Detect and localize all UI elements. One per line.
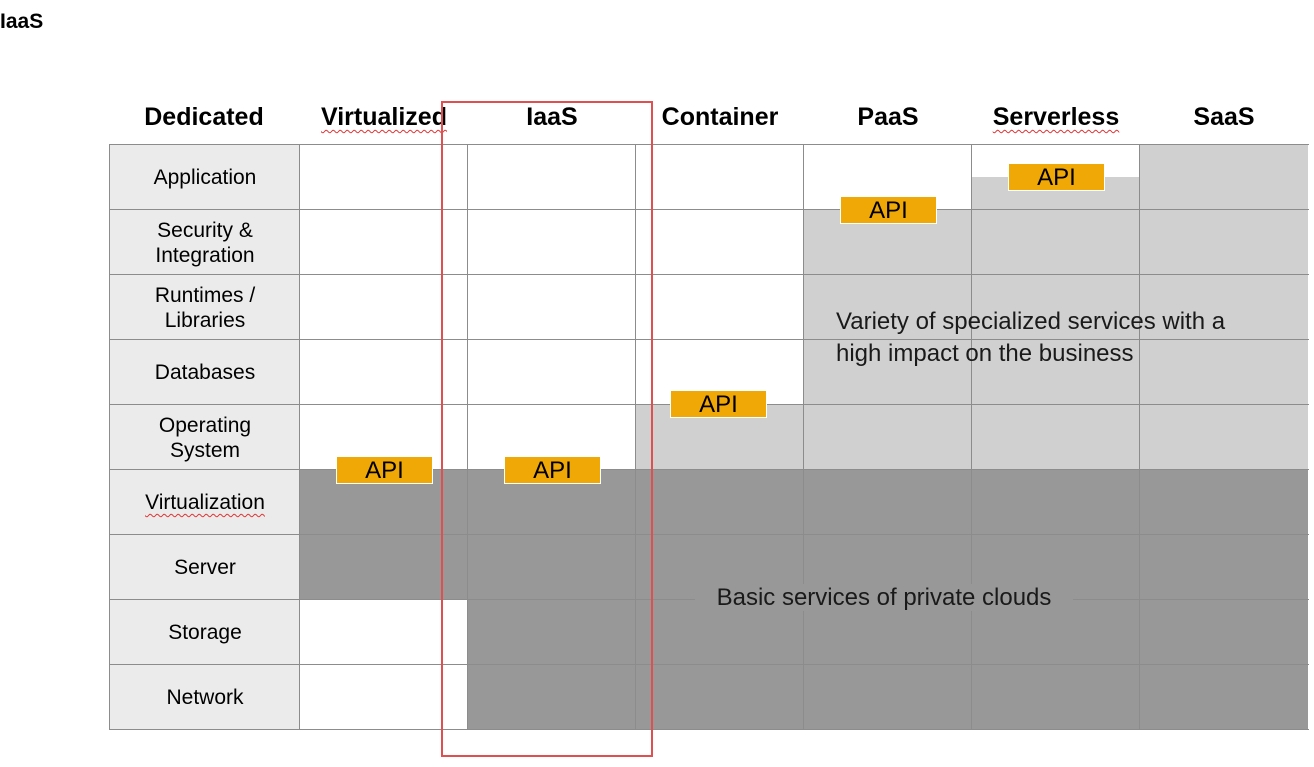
grid-line [109,144,1309,145]
grid-line [1139,144,1140,730]
row-label-network: Network [110,665,300,730]
iaas-highlight-box [441,101,653,757]
grid-line [971,144,972,730]
iaas-provided-layers [468,470,636,730]
row-label-runtimes-libraries: Runtimes /Libraries [110,275,300,340]
row-label-security-integration: Security &Integration [110,210,300,275]
column-header-container: Container [661,103,779,131]
grid-line [803,144,804,730]
grid-line [467,144,468,730]
row-label-server: Server [110,535,300,600]
page-title: IaaS [0,10,44,33]
grid-line [109,664,1309,665]
container-customer-layers [636,145,804,405]
iaas-customer-layers [468,145,636,470]
serverless-specialized-layers [972,177,1140,470]
column-header-paas: PaaS [857,103,919,131]
grid-line [109,209,1309,210]
grid-line [109,729,1309,730]
api-badge-iaas: API [504,456,601,484]
row-label-application: Application [110,145,300,210]
row-label-storage: Storage [110,600,300,665]
column-header-virtualized: Virtualized [321,103,447,131]
api-badge-serverless: API [1008,163,1105,191]
api-badge-container: API [670,390,767,418]
grid-line [299,144,300,730]
column-header-saas: SaaS [1193,103,1255,131]
saas-provided-layers [1140,470,1308,730]
grid-line [109,469,1309,470]
column-header-dedicated: Dedicated [144,103,264,131]
grid-line [109,144,110,730]
grid-line [109,339,1309,340]
grid-line [109,534,1309,535]
virtualized-customer-infra [300,600,468,730]
grid-line [635,144,636,730]
api-badge-paas: API [840,196,937,224]
column-header-iaas: IaaS [526,103,578,131]
virtualized-customer-layers [300,145,468,470]
row-label-databases: Databases [110,340,300,405]
column-header-serverless: Serverless [992,103,1120,131]
grid-line [109,274,1309,275]
row-label-virtualization: Virtualization [110,470,300,535]
paas-specialized-layers [804,210,972,470]
virtualized-provided-layers [300,470,468,600]
basic-services-label: Basic services of private clouds [600,582,1168,614]
api-badge-virtualized: API [336,456,433,484]
saas-specialized-layers [1140,145,1308,470]
